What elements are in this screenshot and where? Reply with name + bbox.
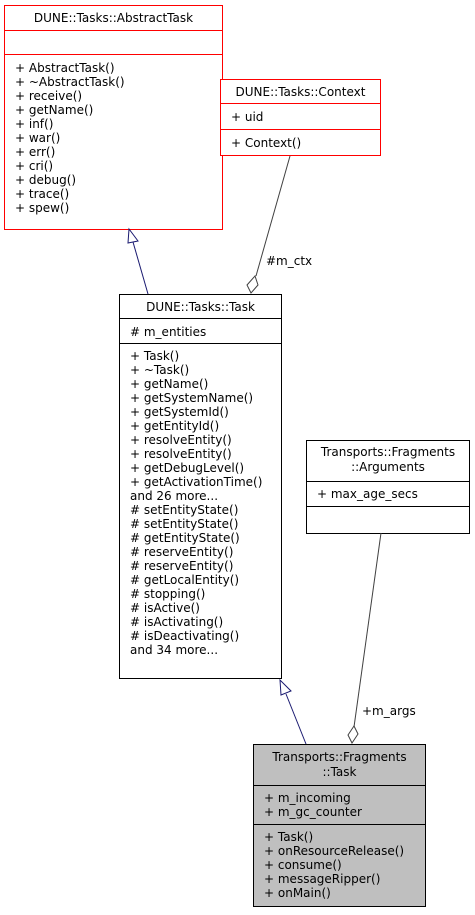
arguments-attribute: + max_age_secs	[317, 487, 418, 501]
fragments-task-attribute: + m_incoming	[264, 791, 351, 805]
fragments-task-method: + messageRipper()	[264, 872, 380, 886]
fragments-task-box	[253, 744, 426, 907]
class-abstract-task[interactable]: DUNE::Tasks::AbstractTask + AbstractTask…	[4, 5, 223, 230]
fragments-task-title: Transports::Fragments	[271, 750, 406, 764]
aggregation-line	[353, 532, 382, 728]
context-box	[220, 79, 381, 156]
task-method: # reserveEntity()	[130, 559, 233, 573]
fragments-task-method: + onResourceRelease()	[264, 844, 404, 858]
arguments-title: ::Arguments	[351, 460, 425, 474]
aggregation-diamond	[246, 275, 259, 294]
edge-arguments-aggregation-m-args: +m_args	[347, 532, 416, 744]
task-method: # getLocalEntity()	[130, 573, 239, 587]
task-method: + ~Task()	[130, 363, 189, 377]
task-method: + getSystemId()	[130, 405, 229, 419]
task-method: # isDeactivating()	[130, 629, 239, 643]
abstract-task-method: + trace()	[15, 187, 69, 201]
edge-context-aggregation-m-ctx: #m_ctx	[246, 155, 312, 294]
task-method: + getSystemName()	[130, 391, 253, 405]
task-method: # setEntityState()	[130, 517, 238, 531]
aggregation-line	[255, 155, 291, 277]
task-box	[119, 294, 282, 679]
context-method: + Context()	[231, 136, 301, 150]
abstract-task-method: + inf()	[15, 117, 53, 131]
task-method: + getActivationTime()	[130, 475, 262, 489]
arguments-title: Transports::Fragments	[320, 445, 455, 459]
task-method: + getName()	[130, 377, 208, 391]
inheritance-line	[132, 241, 149, 295]
inheritance-arrowhead	[127, 227, 139, 244]
task-method: + Task()	[130, 349, 179, 363]
edge-label-m-args: +m_args	[362, 704, 416, 718]
fragments-task-method: + Task()	[264, 830, 313, 844]
fragments-task-title: ::Task	[323, 765, 357, 779]
abstract-task-method: + err()	[15, 145, 55, 159]
abstract-task-method: + war()	[15, 131, 60, 145]
task-method: + getDebugLevel()	[130, 461, 244, 475]
task-method-more: and 34 more...	[130, 643, 218, 657]
abstract-task-method: + AbstractTask()	[15, 61, 115, 75]
task-method: + getEntityId()	[130, 419, 219, 433]
abstract-task-method: + spew()	[15, 201, 69, 215]
abstract-task-method: + ~AbstractTask()	[15, 75, 125, 89]
class-context[interactable]: DUNE::Tasks::Context + uid + Context()	[220, 79, 381, 156]
edge-task-inherits-abstract-task	[127, 227, 149, 295]
arguments-box	[306, 440, 470, 534]
abstract-task-method: + cri()	[15, 159, 53, 173]
class-task[interactable]: DUNE::Tasks::Task # m_entities + Task() …	[119, 294, 282, 679]
fragments-task-method: + onMain()	[264, 886, 331, 900]
context-title: DUNE::Tasks::Context	[236, 85, 366, 99]
task-method-more: and 26 more...	[130, 489, 218, 503]
abstract-task-method: + receive()	[15, 89, 82, 103]
aggregation-diamond	[347, 725, 359, 744]
edge-fragments-task-inherits-task	[279, 678, 307, 745]
abstract-task-method: + getName()	[15, 103, 93, 117]
edge-label-m-ctx: #m_ctx	[266, 254, 312, 268]
task-method: # stopping()	[130, 587, 205, 601]
abstract-task-box	[4, 5, 223, 230]
abstract-task-title: DUNE::Tasks::AbstractTask	[34, 11, 193, 25]
task-method: + resolveEntity()	[130, 433, 232, 447]
task-method: + resolveEntity()	[130, 447, 232, 461]
fragments-task-attribute: + m_gc_counter	[264, 805, 362, 819]
context-attribute: + uid	[231, 110, 263, 124]
task-method: # setEntityState()	[130, 503, 238, 517]
task-method: # getEntityState()	[130, 531, 240, 545]
class-arguments[interactable]: Transports::Fragments ::Arguments + max_…	[306, 440, 470, 534]
task-method: # isActivating()	[130, 615, 223, 629]
class-fragments-task[interactable]: Transports::Fragments ::Task + m_incomin…	[253, 744, 426, 907]
task-title: DUNE::Tasks::Task	[146, 300, 255, 314]
fragments-task-method: + consume()	[264, 858, 342, 872]
task-method: # reserveEntity()	[130, 545, 233, 559]
task-method: # isActive()	[130, 601, 200, 615]
task-attribute: # m_entities	[130, 325, 206, 339]
abstract-task-method: + debug()	[15, 173, 76, 187]
inheritance-line	[285, 693, 307, 745]
inheritance-arrowhead	[279, 678, 292, 696]
